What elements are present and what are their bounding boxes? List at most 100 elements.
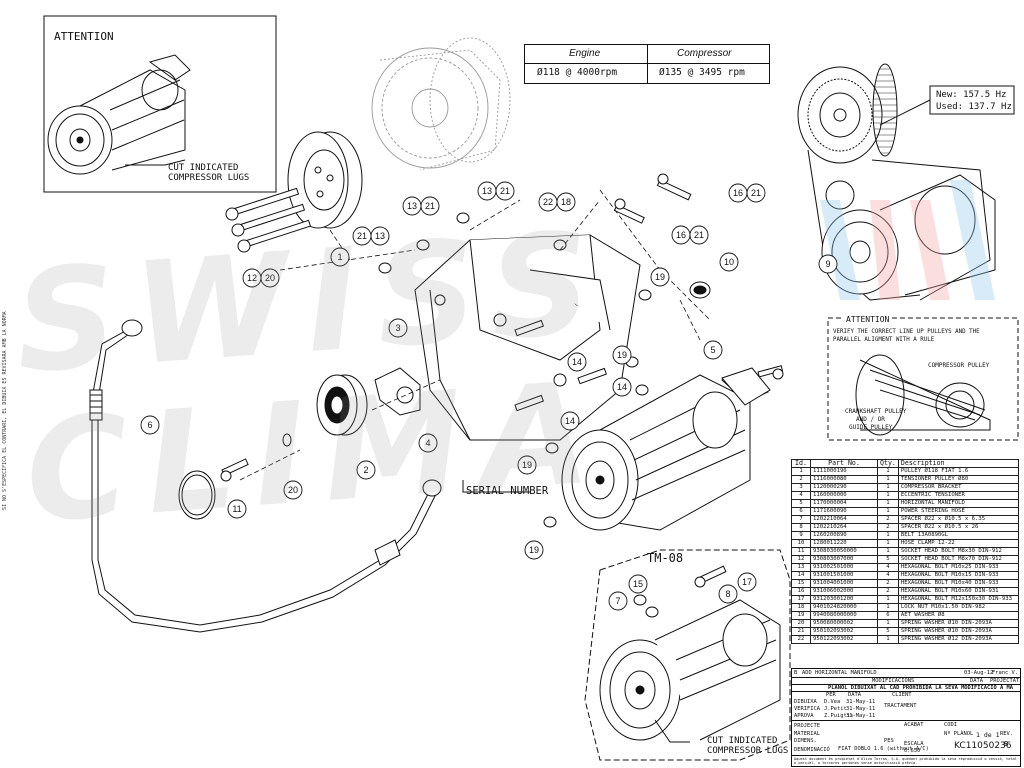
belt-color-hints xyxy=(820,180,995,300)
cell-qty: 4 xyxy=(877,563,899,572)
cell-qty: 2 xyxy=(877,587,899,596)
material-label: MATERIAL xyxy=(794,731,820,737)
svg-text:21: 21 xyxy=(425,201,435,211)
callout-7: 7 xyxy=(608,591,628,611)
cell-id: 12 xyxy=(791,555,811,564)
rev-b-letter: B xyxy=(794,670,798,676)
callout-14-a: 14 xyxy=(567,352,587,372)
cell-qty: 5 xyxy=(877,555,899,564)
warning-text: PLANOL DIBUIXAT AL CAD PROHIBIDA LA SEVA… xyxy=(828,685,1013,691)
callout-13-21-a: 13 21 xyxy=(402,196,440,216)
escala-label: ESCALA xyxy=(904,741,924,747)
svg-text:9: 9 xyxy=(825,259,830,269)
tm08-note-line1: CUT INDICATED xyxy=(707,736,778,746)
cell-part-no: 950102093002 xyxy=(810,627,878,636)
callout-21-13: 21 13 xyxy=(352,226,390,246)
tractament-label: TRACTAMENT xyxy=(884,703,917,709)
svg-text:13: 13 xyxy=(482,186,492,196)
svg-text:13: 13 xyxy=(375,231,385,241)
cell-part-no: 950080000002 xyxy=(810,619,878,628)
aprova-per: Z.Puigtis xyxy=(824,713,854,719)
modificacions-label: MODIFICACIONS xyxy=(872,678,915,684)
cell-qty: 2 xyxy=(877,579,899,588)
cell-qty: 4 xyxy=(877,571,899,580)
svg-text:20: 20 xyxy=(265,273,275,283)
speed-compressor-header: Compressor xyxy=(677,48,732,59)
svg-text:17: 17 xyxy=(742,577,752,587)
svg-text:16: 16 xyxy=(733,188,743,198)
cell-description: HEXAGONAL BOLT M12x150x30 DIN-933 xyxy=(897,595,1020,604)
cell-qty: 1 xyxy=(877,547,899,556)
callout-6: 6 xyxy=(140,415,160,435)
attention-note-line2: COMPRESSOR LUGS xyxy=(168,173,250,183)
codi-label: CODI xyxy=(944,722,957,728)
data-label: DATA xyxy=(970,678,983,684)
tm08-region xyxy=(584,549,791,761)
cell-description: AET WASHER Ø8 xyxy=(897,611,1020,620)
cell-part-no: 1171600090 xyxy=(810,507,878,516)
bolts-16 xyxy=(613,173,692,224)
cell-id: 8 xyxy=(791,523,811,532)
cell-description: SPRING WASHER Ø10 DIN-2093A xyxy=(897,627,1020,636)
cell-description: BELT 13A0890GL xyxy=(897,531,1020,540)
escala-value: 0.650 xyxy=(904,748,921,754)
rev-label: REV. xyxy=(1000,731,1013,737)
cell-part-no: 1120000290 xyxy=(810,483,878,492)
hose-clamp-10 xyxy=(689,281,711,299)
cell-description: HOSE CLAMP 12-22 xyxy=(897,539,1020,548)
cell-description: TENSIONER PULLEY Ø80 xyxy=(897,475,1020,484)
washer-20 xyxy=(282,433,292,447)
speed-compressor-value: Ø135 @ 3495 rpm xyxy=(659,67,745,78)
serial-leader xyxy=(462,480,530,493)
cell-id: 14 xyxy=(791,571,811,580)
cell-part-no: 931004001000 xyxy=(810,579,878,588)
callout-9: 9 xyxy=(818,254,838,274)
rev-b-text: ADD HORIZONTAL MANIFOLD xyxy=(802,670,877,676)
attention-crank-line1: CRANKSHAFT PULLEY xyxy=(845,408,907,415)
callout-8: 8 xyxy=(718,584,738,604)
svg-text:19: 19 xyxy=(522,460,532,470)
cell-qty: 1 xyxy=(877,483,899,492)
dibuixa-per: D.Vea xyxy=(824,699,841,705)
cell-description: SPRING WASHER Ø10 DIN-2093A xyxy=(897,619,1020,628)
cell-part-no: 930803007000 xyxy=(810,555,878,564)
svg-text:21: 21 xyxy=(357,231,367,241)
cell-part-no: 9401024820000 xyxy=(810,603,878,612)
cell-id: 21 xyxy=(791,627,811,636)
callout-22-18: 22 18 xyxy=(538,192,576,212)
cell-qty: 1 xyxy=(877,491,899,500)
cell-id: 6 xyxy=(791,507,811,516)
cell-description: HORIZONTAL MANIFOLD xyxy=(897,499,1020,508)
cell-description: HEXAGONAL BOLT M10x15 DIN-933 xyxy=(897,571,1020,580)
cell-qty: 1 xyxy=(877,531,899,540)
cell-part-no: 1170000004 xyxy=(810,499,878,508)
attention-note-line1: CUT INDICATED xyxy=(168,163,239,173)
attention-right-line2: PARALLEL ALIGMENT WITH A RULE xyxy=(833,337,935,343)
rev-b-by: Franc V. xyxy=(992,670,1018,676)
cell-description: SPRING WASHER Ø12 DIN-2093A xyxy=(897,635,1020,644)
svg-text:5: 5 xyxy=(710,345,715,355)
cell-qty: 1 xyxy=(877,619,899,628)
cell-part-no: 9308030050000 xyxy=(810,547,878,556)
svg-text:21: 21 xyxy=(751,188,761,198)
attention-title-top-left: ATTENTION xyxy=(54,30,114,43)
cell-id: 19 xyxy=(791,611,811,620)
cell-description: HEXAGONAL BOLT M10x25 DIN-933 xyxy=(897,563,1020,572)
callouts: 1 2 3 4 5 6 8 9 10 11 12 20 13 21 13 21 … xyxy=(140,181,838,611)
cell-description: ECCENTRIC TENSIONER xyxy=(897,491,1020,500)
aprova-label: APROVA xyxy=(794,713,814,719)
attention-right-title: ATTENTION xyxy=(844,314,892,326)
compressor-tm08 xyxy=(599,565,781,741)
serial-number-label: SERIAL NUMBER xyxy=(466,485,549,497)
cell-part-no: 9940080000000 xyxy=(810,611,878,620)
footer-text: Aquest document és propietat d'Oliva Tor… xyxy=(794,757,1017,765)
